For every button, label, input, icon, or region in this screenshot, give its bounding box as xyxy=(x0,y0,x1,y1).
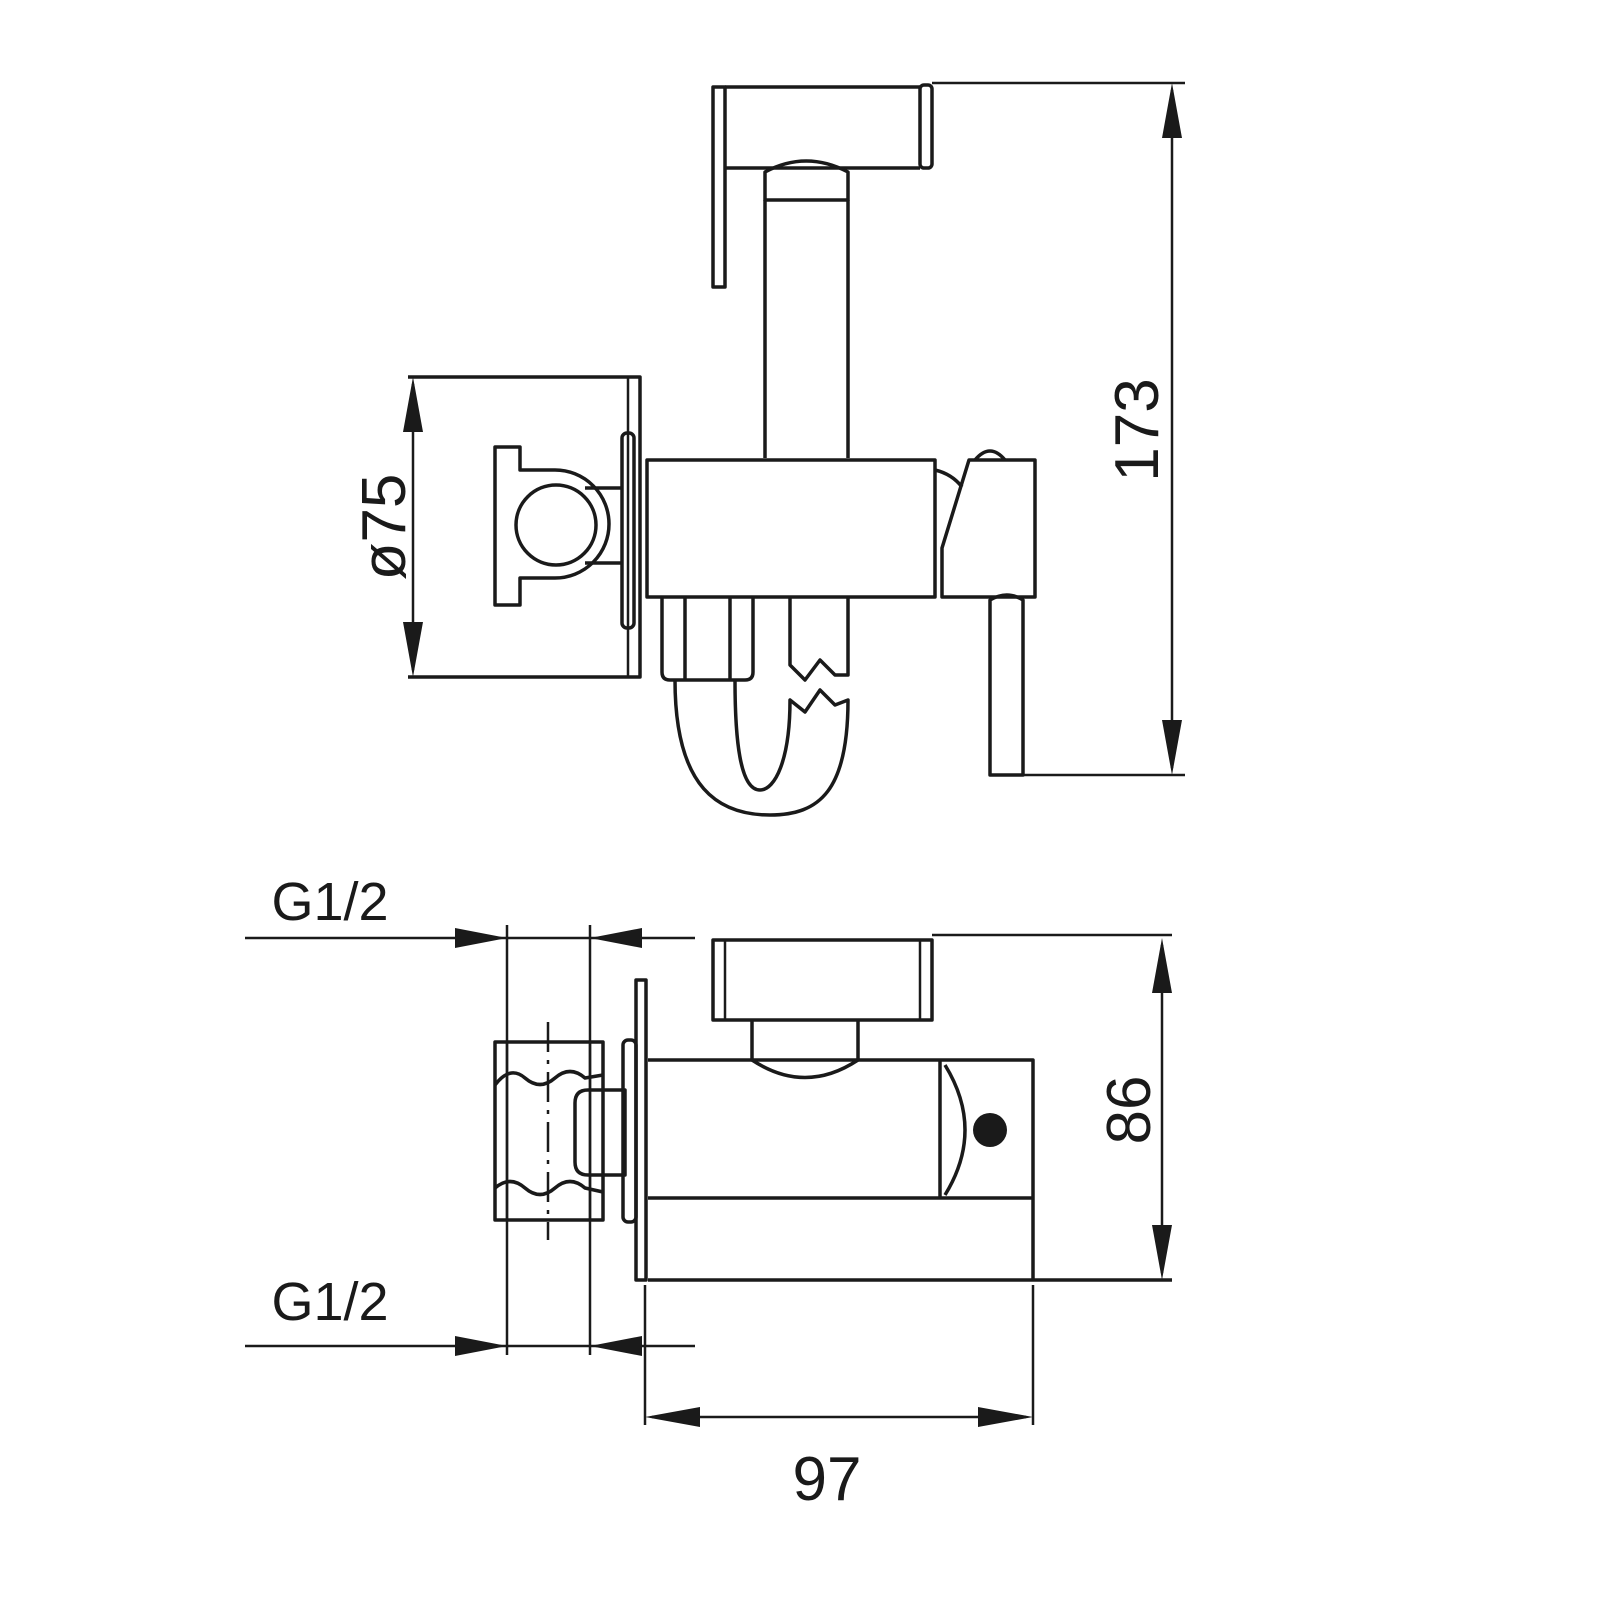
wall-plate xyxy=(408,375,642,679)
pipe-fitting xyxy=(493,1022,627,1240)
thread-label-top: G1/2 xyxy=(271,872,388,932)
dimension-97: 97 xyxy=(643,1285,1035,1514)
side-spray-head xyxy=(711,938,934,1080)
lever-pin-dot xyxy=(973,1113,1007,1147)
thread-dimension: G1/2 G1/2 xyxy=(245,872,695,1356)
spray-head xyxy=(711,83,934,458)
side-height-dimension-label: 86 xyxy=(1095,1076,1164,1145)
top-view: 173 ø75 xyxy=(350,81,1185,817)
thread-label-bottom: G1/2 xyxy=(271,1272,388,1332)
valve-body xyxy=(645,458,937,599)
lever-handle xyxy=(934,449,1037,777)
side-valve-body xyxy=(648,1058,1172,1282)
side-wall-plate xyxy=(621,978,648,1282)
height-dimension-label: 173 xyxy=(1103,378,1172,481)
side-view: G1/2 G1/2 xyxy=(245,872,1172,1514)
diameter-dimension-label: ø75 xyxy=(350,474,419,581)
dimension-diameter-75: ø75 xyxy=(350,377,423,677)
hose-holder xyxy=(493,445,622,607)
depth-dimension-label: 97 xyxy=(793,1445,862,1514)
hose-connector xyxy=(660,598,850,817)
dimension-86: 86 xyxy=(932,933,1172,1280)
dimension-173: 173 xyxy=(932,81,1185,777)
